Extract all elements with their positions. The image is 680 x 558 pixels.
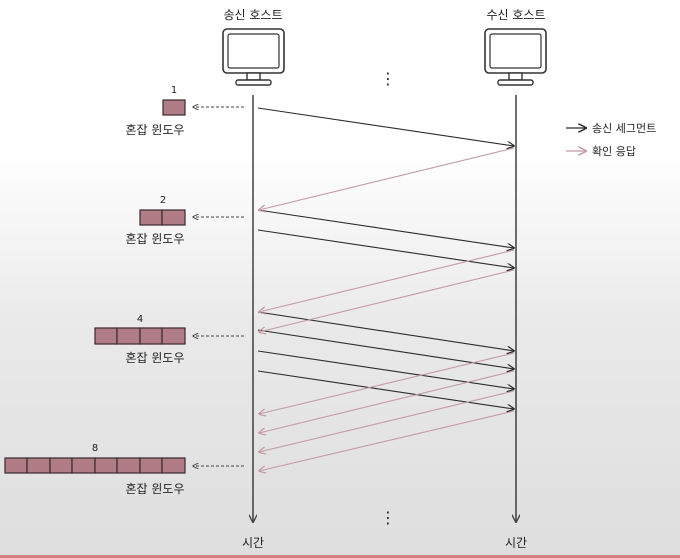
window-size-2: 2 bbox=[160, 195, 166, 206]
receiver-time-label: 시간 bbox=[505, 536, 527, 550]
congestion-window-8: 8 혼잡 윈도우 bbox=[4, 443, 244, 496]
window-cell bbox=[49, 457, 73, 474]
segment-arrow bbox=[257, 311, 514, 351]
congestion-window-1: 1 혼잡 윈도우 bbox=[125, 85, 244, 137]
ack-arrow bbox=[259, 352, 515, 414]
ellipsis-top: ⋮ bbox=[380, 69, 396, 88]
window-cell bbox=[139, 457, 163, 474]
congestion-window-4: 4 혼잡 윈도우 bbox=[94, 314, 244, 365]
ack-arrow bbox=[259, 370, 515, 433]
window-cell bbox=[139, 327, 163, 345]
window-cell bbox=[94, 327, 118, 345]
window-cell bbox=[161, 209, 186, 226]
window-cell bbox=[26, 457, 51, 474]
window-cell bbox=[4, 457, 28, 474]
window-size-8: 8 bbox=[92, 443, 98, 454]
window-cell bbox=[94, 457, 118, 474]
receiver-host-label: 수신 호스트 bbox=[486, 8, 545, 22]
ack-arrow bbox=[259, 147, 515, 210]
ack-arrow bbox=[259, 269, 515, 332]
window-label-1: 혼잡 윈도우 bbox=[125, 123, 184, 137]
segment-arrow bbox=[257, 229, 514, 268]
sender-monitor-icon bbox=[222, 28, 285, 86]
ack-arrows bbox=[259, 147, 515, 471]
window-cell bbox=[71, 457, 96, 474]
window-cell bbox=[161, 457, 186, 474]
segment-arrow bbox=[257, 329, 514, 369]
ack-arrow bbox=[259, 410, 515, 471]
legend: 송신 세그먼트 확인 응답 bbox=[566, 122, 656, 158]
segment-arrows bbox=[257, 107, 514, 409]
window-size-4: 4 bbox=[137, 314, 143, 325]
bottom-strip bbox=[0, 555, 680, 558]
segment-arrow bbox=[257, 107, 514, 146]
window-cell bbox=[116, 457, 141, 474]
window-cell bbox=[139, 209, 163, 226]
legend-ack-label: 확인 응답 bbox=[592, 145, 636, 158]
ack-arrow bbox=[259, 390, 515, 452]
window-label-4: 혼잡 윈도우 bbox=[125, 351, 184, 365]
window-label-8: 혼잡 윈도우 bbox=[125, 482, 184, 496]
segment-arrow bbox=[257, 370, 514, 409]
sender-host-label: 송신 호스트 bbox=[223, 8, 282, 22]
segment-arrow bbox=[257, 209, 514, 248]
sender-time-label: 시간 bbox=[242, 536, 264, 550]
ellipsis-bottom: ⋮ bbox=[380, 508, 396, 527]
window-size-1: 1 bbox=[171, 85, 177, 96]
segment-arrow bbox=[257, 350, 514, 389]
window-cell bbox=[116, 327, 141, 345]
congestion-window-2: 2 혼잡 윈도우 bbox=[125, 195, 244, 246]
receiver-monitor-icon bbox=[484, 28, 547, 86]
window-cell bbox=[162, 99, 186, 116]
legend-segment-label: 송신 세그먼트 bbox=[592, 122, 656, 135]
ack-arrow bbox=[259, 249, 515, 312]
window-label-2: 혼잡 윈도우 bbox=[125, 232, 184, 246]
window-cell bbox=[161, 327, 186, 345]
